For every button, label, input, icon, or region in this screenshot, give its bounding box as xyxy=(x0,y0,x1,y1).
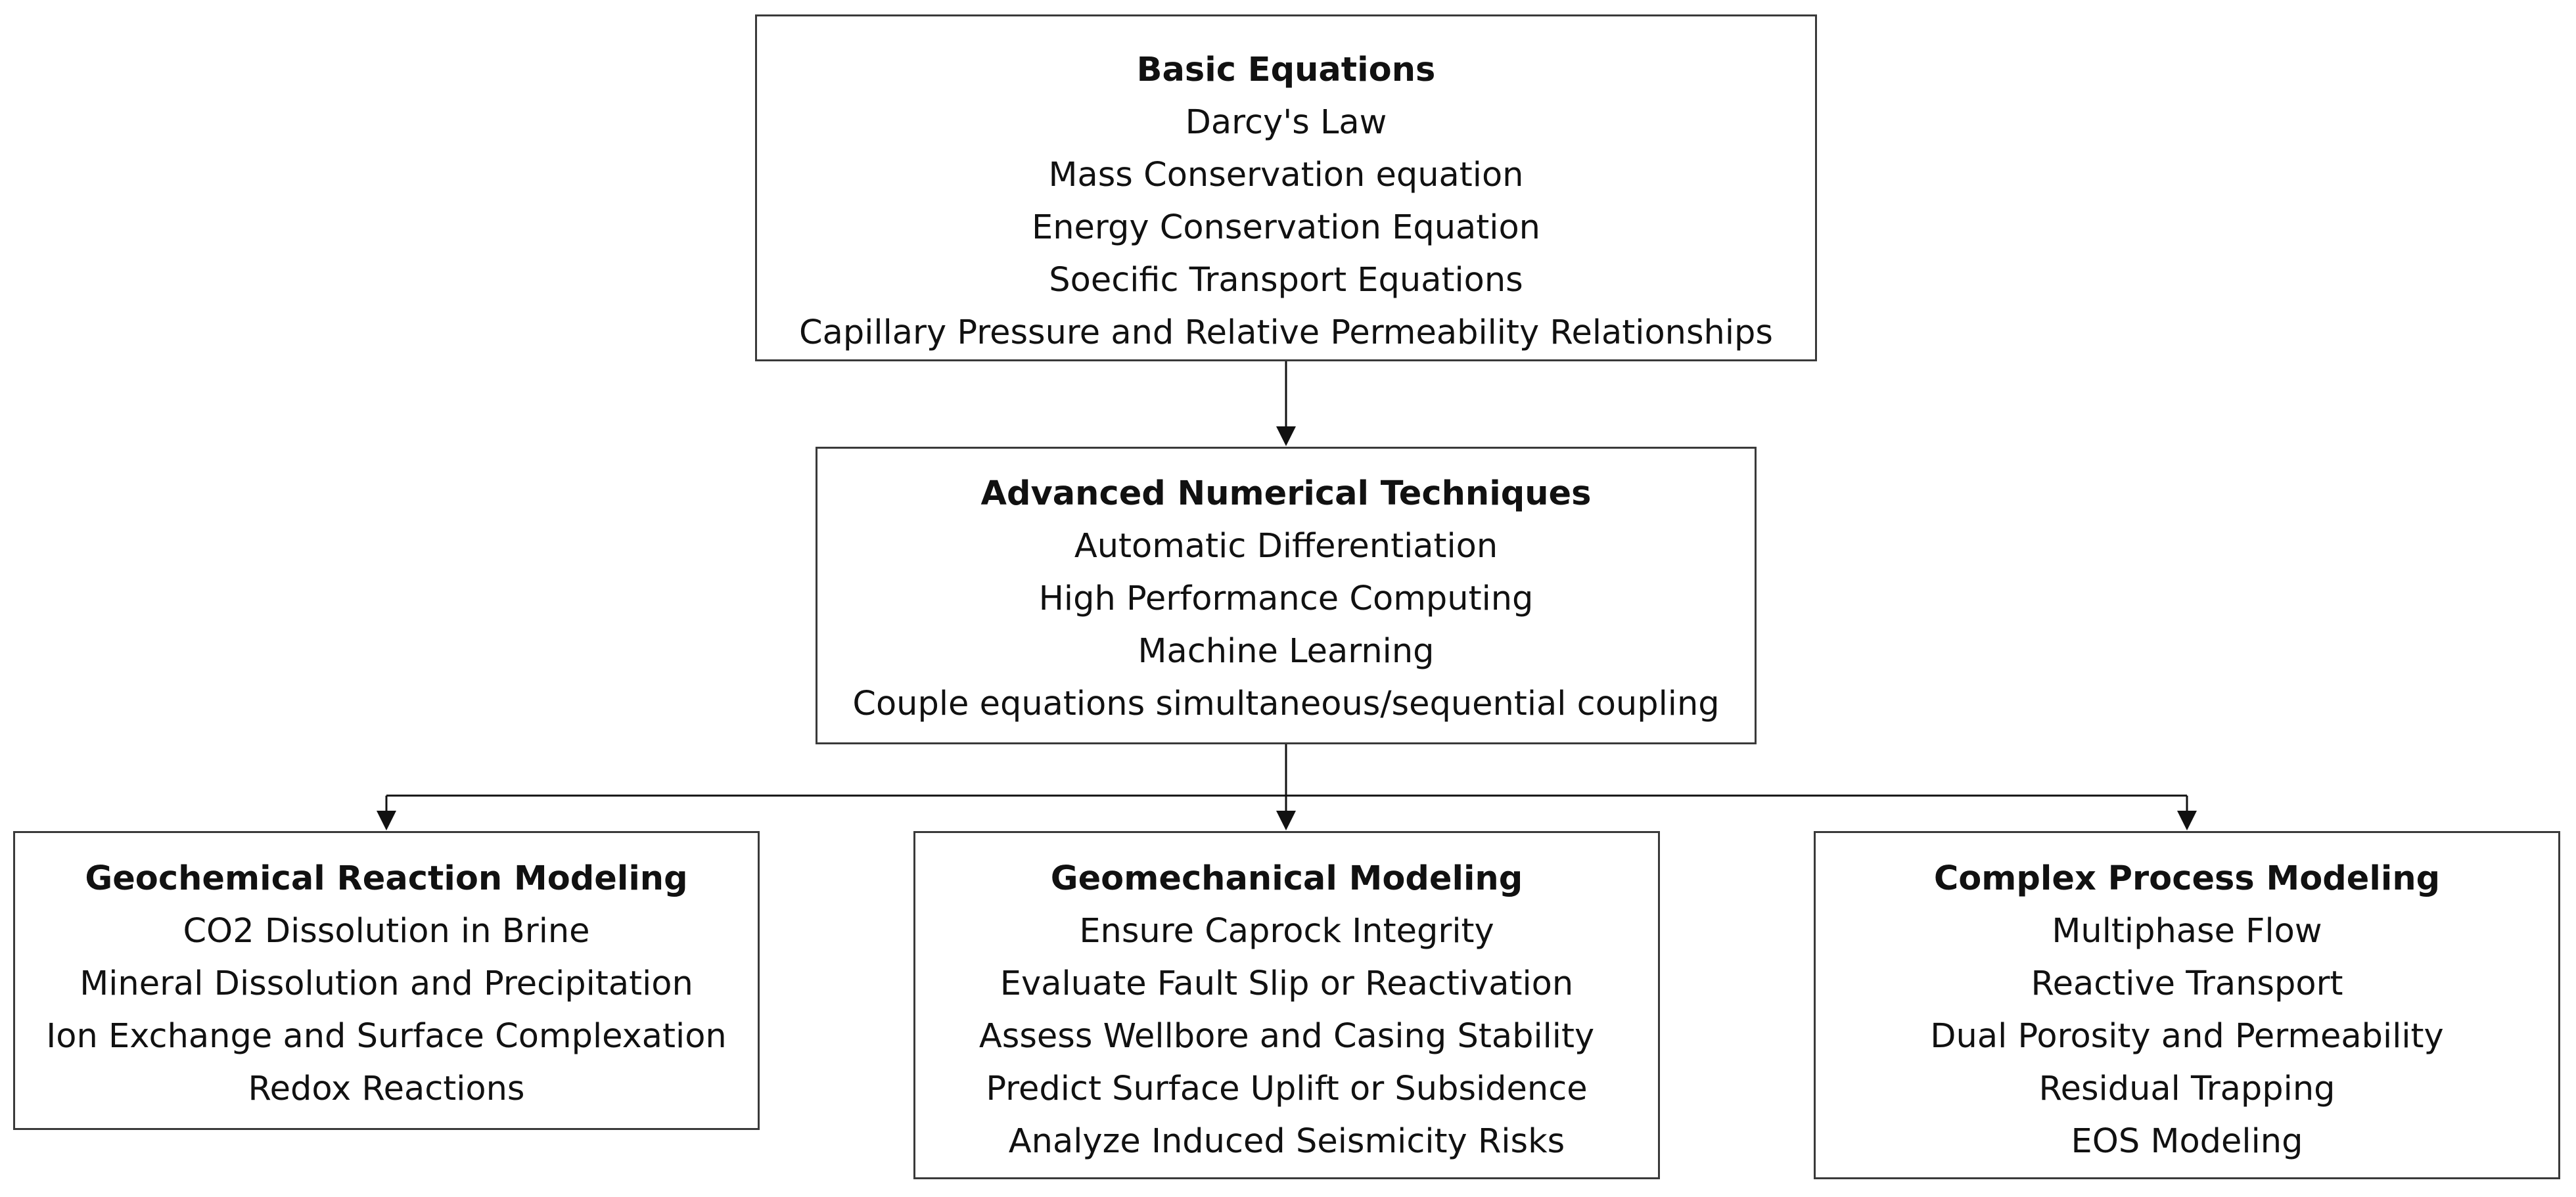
geochemical-reaction-modeling-box: Geochemical Reaction Modeling CO2 Dissol… xyxy=(13,831,760,1130)
advanced-numerical-techniques-title: Advanced Numerical Techniques xyxy=(980,474,1592,513)
basic-equations-box: Basic Equations Darcy's Law Mass Conserv… xyxy=(755,14,1817,361)
basic-item: Soecific Transport Equations xyxy=(1049,261,1523,300)
advanced-item: High Performance Computing xyxy=(1038,579,1534,618)
advanced-numerical-techniques-box: Advanced Numerical Techniques Automatic … xyxy=(816,447,1757,744)
advanced-item: Machine Learning xyxy=(1138,632,1435,671)
geochem-item: Redox Reactions xyxy=(248,1070,525,1108)
geomechanical-modeling-box: Geomechanical Modeling Ensure Caprock In… xyxy=(913,831,1660,1179)
complex-item: Residual Trapping xyxy=(2038,1070,2335,1108)
geomech-item: Analyze Induced Seismicity Risks xyxy=(1008,1122,1565,1161)
complex-item: EOS Modeling xyxy=(2071,1122,2303,1161)
geomech-item: Predict Surface Uplift or Subsidence xyxy=(986,1070,1588,1108)
basic-item: Capillary Pressure and Relative Permeabi… xyxy=(799,313,1773,352)
geomech-item: Ensure Caprock Integrity xyxy=(1079,912,1494,951)
basic-equations-title: Basic Equations xyxy=(1136,51,1436,89)
geomech-item: Evaluate Fault Slip or Reactivation xyxy=(1000,964,1574,1003)
geochemical-reaction-modeling-title: Geochemical Reaction Modeling xyxy=(85,859,688,898)
geomechanical-modeling-title: Geomechanical Modeling xyxy=(1050,859,1523,898)
basic-item: Darcy's Law xyxy=(1185,103,1387,142)
basic-item: Energy Conservation Equation xyxy=(1031,208,1540,247)
basic-item: Mass Conservation equation xyxy=(1048,156,1524,194)
geochem-item: Mineral Dissolution and Precipitation xyxy=(80,964,693,1003)
geochem-item: CO2 Dissolution in Brine xyxy=(183,912,590,951)
complex-process-modeling-box: Complex Process Modeling Multiphase Flow… xyxy=(1814,831,2560,1179)
complex-item: Reactive Transport xyxy=(2031,964,2343,1003)
complex-item: Multiphase Flow xyxy=(2052,912,2322,951)
complex-item: Dual Porosity and Permeability xyxy=(1930,1017,2444,1056)
geochem-item: Ion Exchange and Surface Complexation xyxy=(46,1017,727,1056)
geomech-item: Assess Wellbore and Casing Stability xyxy=(978,1017,1595,1056)
advanced-item: Automatic Differentiation xyxy=(1074,527,1498,566)
complex-process-modeling-title: Complex Process Modeling xyxy=(1933,859,2441,898)
advanced-item: Couple equations simultaneous/sequential… xyxy=(852,685,1720,723)
